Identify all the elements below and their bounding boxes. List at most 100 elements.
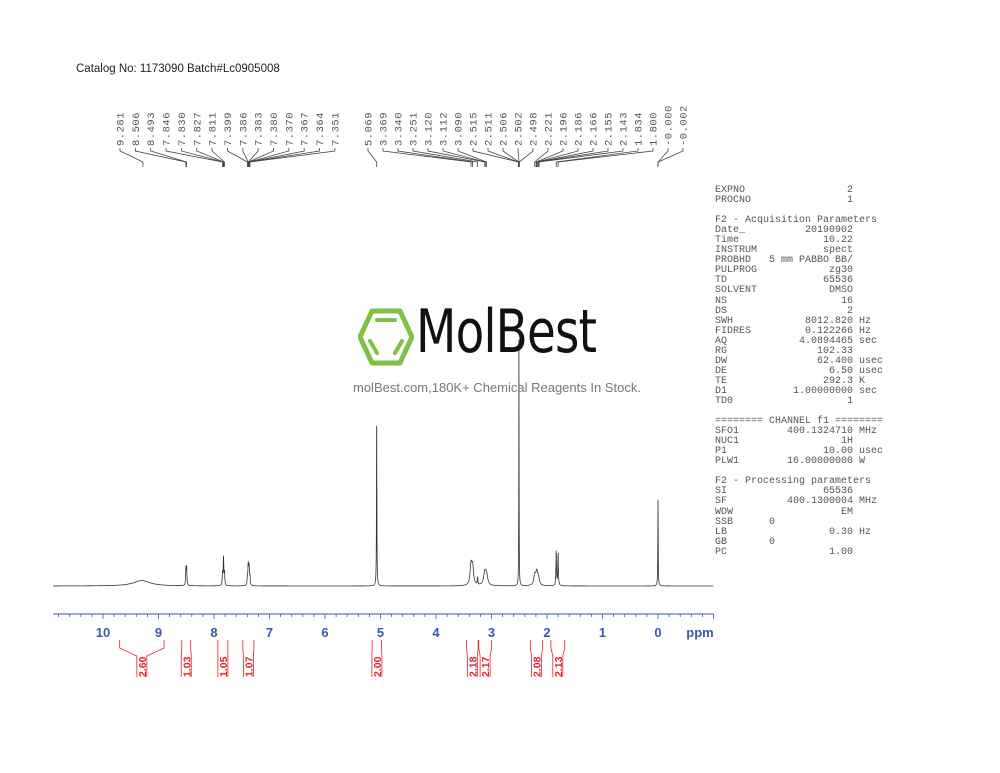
param-lb: LB 0.30 Hz: [715, 526, 872, 538]
integral-bracket: [217, 640, 229, 677]
peak-connector: [134, 148, 187, 167]
x-axis-label: ppm: [686, 625, 713, 640]
peak-label: 7.827: [192, 112, 204, 146]
acquisition-parameters: EXPNO 2 PROCNO 1 F2 - Acquisition Parame…: [715, 185, 884, 558]
peak-label: 7.364: [315, 112, 327, 146]
x-tick-label: 9: [155, 625, 162, 640]
param-section-header: F2 - Acquisition Parameters: [715, 215, 878, 227]
peak-label: 1.834: [634, 112, 646, 146]
peak-connector: [367, 148, 378, 167]
brand-name: MolBest: [416, 297, 597, 367]
peak-connector: [555, 148, 639, 167]
x-tick-label: 7: [266, 625, 273, 640]
integral-bracket: [119, 640, 165, 677]
peak-label: 7.399: [223, 112, 235, 146]
peak-label: 7.846: [162, 112, 174, 146]
peak-connector: [536, 148, 579, 167]
integral-value: 2.08: [531, 656, 543, 677]
peak-label: 7.367: [300, 112, 312, 146]
peak-connector: [657, 148, 669, 167]
integral-bracket: [180, 640, 192, 677]
peak-connector: [519, 148, 534, 167]
peak-connector: [535, 148, 564, 167]
peak-label: 7.383: [254, 112, 266, 146]
integral-bracket: [529, 640, 543, 677]
param-plw1: PLW1 16.00000000 W: [715, 456, 866, 468]
peak-connector: [119, 148, 144, 167]
peak-label: 7.351: [330, 112, 342, 146]
integral-bracket: [242, 640, 255, 677]
x-tick-label: 8: [210, 625, 217, 640]
param-rg: RG 102.33: [715, 345, 854, 357]
param-date: Date_ 20190902: [715, 225, 854, 237]
peak-connector: [534, 148, 549, 167]
x-tick-label: 0: [654, 625, 661, 640]
peak-connector: [397, 148, 474, 167]
peak-connector: [249, 148, 336, 167]
peak-connector: [196, 148, 225, 167]
peak-connector: [248, 148, 320, 167]
param-gb: GB 0: [715, 536, 776, 548]
peak-connector: [557, 148, 654, 167]
param-p1: P1 10.00 usec: [715, 446, 884, 458]
peak-connector: [247, 148, 274, 167]
param-section-header: F2 - Processing parameters: [715, 476, 872, 488]
param-si: SI 65536: [715, 486, 854, 498]
param-pc: PC 1.00: [715, 546, 854, 558]
peak-label: 3.251: [409, 112, 421, 146]
x-tick-label: 4: [432, 625, 440, 640]
param-td: TD 65536: [715, 275, 854, 287]
param-de: DE 6.50 usec: [715, 365, 884, 377]
peak-label: 3.090: [454, 112, 466, 146]
peak-label: 9.281: [116, 112, 128, 146]
integral-value: 2.00: [372, 656, 384, 677]
peak-label: 8.506: [131, 112, 143, 146]
catalog-label: Catalog No: 1173090 Batch#Lc0905008: [76, 63, 280, 75]
peak-label: -0.000: [664, 105, 676, 146]
molbest-watermark: MolBest: [358, 297, 658, 370]
param-dw: DW 62.400 usec: [715, 355, 884, 367]
peak-connector: [538, 148, 609, 167]
peak-label: 2.502: [514, 112, 526, 146]
param-expno: EXPNO 2: [715, 185, 854, 196]
peak-connector: [472, 148, 519, 167]
param-nuc1: NUC1 1H: [715, 436, 854, 448]
peak-connector: [180, 148, 224, 167]
param-section-header: ======== CHANNEL f1 ========: [715, 416, 884, 428]
x-tick-label: 2: [543, 625, 550, 640]
peak-label: 3.369: [379, 112, 391, 146]
peak-connector: [538, 148, 624, 167]
peak-label: 1.800: [649, 112, 661, 146]
peak-connector: [211, 148, 225, 167]
peak-label: 7.380: [269, 112, 281, 146]
integral-value: 2.18: [467, 656, 479, 677]
integral-value: 2.60: [137, 656, 149, 677]
peak-label: 8.493: [146, 112, 158, 146]
param-ds: DS 2: [715, 305, 854, 317]
peak-connector: [150, 148, 188, 167]
param-pulprog: PULPROG zg30: [715, 265, 854, 277]
x-tick-label: 6: [321, 625, 328, 640]
x-tick-label: 5: [377, 625, 384, 640]
peak-label: 3.340: [394, 112, 406, 146]
peak-connector: [227, 148, 248, 167]
param-sfo1: SFO1 400.1324710 MHz: [715, 426, 878, 438]
peak-label: 2.186: [574, 112, 586, 146]
spectrum-trace: [53, 339, 714, 587]
peak-label: 2.196: [559, 112, 571, 146]
param-aq: AQ 4.0894465 sec: [715, 335, 878, 347]
integral-value: 1.03: [181, 656, 193, 677]
peak-connector: [657, 148, 684, 167]
param-ssb: SSB 0: [715, 516, 776, 528]
x-tick-label: 1: [599, 625, 606, 640]
peak-label: 7.370: [284, 112, 296, 146]
integral-bracket: [466, 640, 479, 677]
peak-label: 7.830: [177, 112, 189, 146]
peak-label: 2.221: [544, 112, 556, 146]
peak-label: 7.386: [238, 112, 250, 146]
peak-connector: [442, 148, 486, 167]
peak-connector: [382, 148, 472, 167]
peak-connector: [165, 148, 223, 167]
peak-label: 3.112: [439, 112, 451, 146]
